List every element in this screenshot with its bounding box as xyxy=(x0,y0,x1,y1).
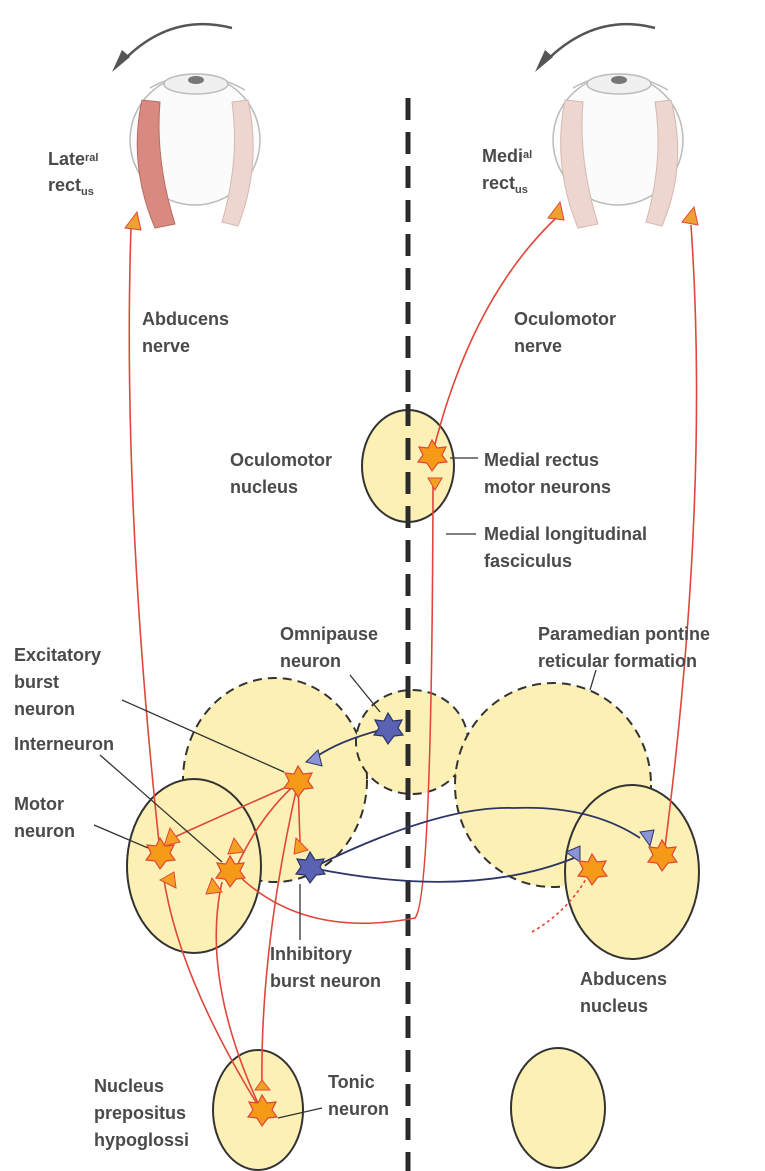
label-omnipause-neuron: Omnipause neuron xyxy=(280,624,383,671)
label-abducens-nerve: Abducens nerve xyxy=(142,309,234,356)
pupil xyxy=(611,76,627,84)
leader-line xyxy=(350,675,380,712)
nucleus-prepositus-right xyxy=(511,1048,605,1168)
motor-terminal-icon xyxy=(682,207,698,225)
arrowhead-icon xyxy=(112,50,130,72)
label-interneuron: Interneuron xyxy=(14,734,114,754)
omnipause-region xyxy=(356,690,468,794)
label-motor-neuron: Motor neuron xyxy=(14,794,75,841)
left-eye xyxy=(112,24,260,230)
rotation-arrow-icon xyxy=(122,24,232,62)
label-medial-rectus: Medial rectus xyxy=(482,142,537,196)
label-tonic-neuron: Tonic neuron xyxy=(328,1072,389,1119)
pupil xyxy=(188,76,204,84)
label-oculomotor-nerve: Oculomotor nerve xyxy=(514,309,621,356)
label-lateral-rectus: Lateral rectus xyxy=(48,145,104,198)
label-pprf: Paramedian pontine reticular formation xyxy=(538,624,715,671)
label-abducens-nucleus: Abducens nucleus xyxy=(580,969,672,1016)
right-abducens-nerve-axon xyxy=(664,225,697,855)
label-nucleus-prepositus: Nucleus prepositus hypoglossi xyxy=(94,1076,191,1150)
arrowhead-icon xyxy=(535,50,553,72)
label-excitatory-burst-neuron: Excitatory burst neuron xyxy=(14,645,106,719)
motor-terminal-icon xyxy=(548,202,564,220)
motor-terminal-icon xyxy=(125,212,141,230)
label-oculomotor-nucleus: Oculomotor nucleus xyxy=(230,450,337,497)
label-inhibitory-burst-neuron: Inhibitory burst neuron xyxy=(270,944,381,991)
leader-line xyxy=(590,670,596,690)
label-mlf: Medial longitudinal fasciculus xyxy=(484,524,652,571)
label-medial-rectus-motor-neurons: Medial rectus motor neurons xyxy=(484,450,611,497)
labels: Lateral rectus Medial rectus Abducens ne… xyxy=(14,142,715,1150)
rotation-arrow-icon xyxy=(545,24,655,62)
right-eye xyxy=(535,24,698,228)
